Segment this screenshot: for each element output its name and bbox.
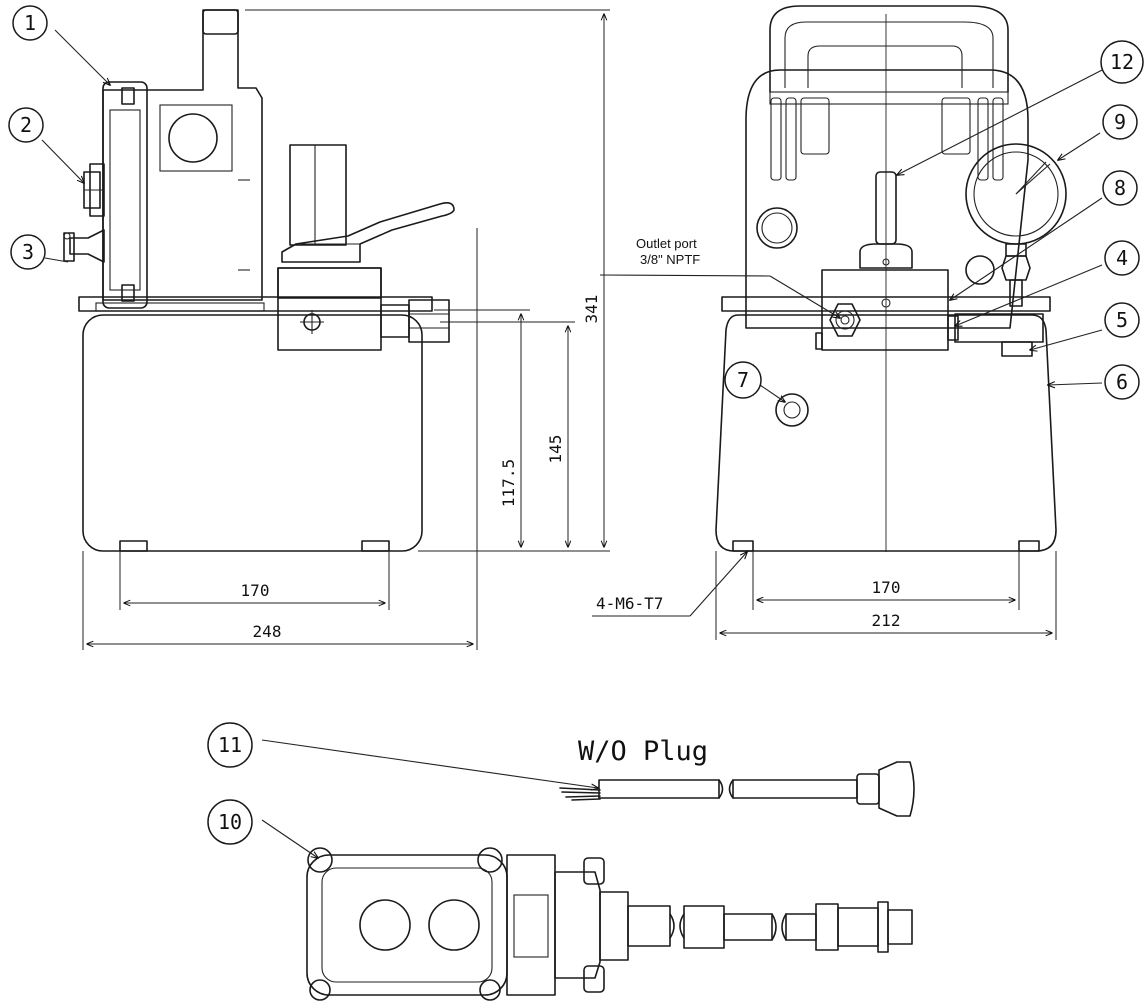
side-foot-right — [361, 540, 390, 552]
svg-text:2: 2 — [20, 113, 32, 137]
dim-outlet-height: 145 — [546, 435, 565, 464]
side-outlet-fitting — [380, 304, 410, 338]
dim-foot-pitch-side: 170 — [241, 581, 270, 600]
front-view — [715, 5, 1067, 640]
pendant-button-right — [428, 899, 480, 951]
note-outlet-thread: 3/8" NPTF — [640, 252, 700, 267]
svg-text:3: 3 — [22, 240, 34, 264]
pendant-plug — [815, 903, 839, 951]
front-outlet-port — [829, 303, 861, 337]
front-fitting-5 — [1001, 341, 1033, 357]
pendant-strain-relief — [599, 891, 629, 961]
side-view — [63, 9, 610, 650]
side-valve-lever — [281, 202, 455, 263]
dim-foot-pitch-front: 170 — [872, 578, 901, 597]
balloon-3: 3 — [10, 234, 46, 270]
cord-segment-b — [732, 779, 858, 799]
balloon-8: 8 — [1102, 170, 1138, 206]
balloon-6: 6 — [1104, 364, 1140, 400]
side-foot-left — [119, 540, 148, 552]
cord-segment-a — [598, 779, 720, 799]
svg-text:9: 9 — [1114, 110, 1126, 134]
side-base-plate — [78, 296, 433, 312]
svg-text:11: 11 — [218, 733, 242, 757]
dim-width-front: 212 — [872, 611, 901, 630]
front-sight-glass — [756, 207, 798, 249]
balloon-1: 1 — [12, 5, 48, 41]
front-valve-block — [821, 269, 949, 351]
side-reservoir — [289, 144, 347, 246]
front-motor-housing — [745, 69, 1029, 329]
balloon-12: 12 — [1100, 40, 1144, 84]
front-drain-plug — [775, 393, 809, 427]
front-carry-handle — [769, 5, 1009, 93]
svg-text:10: 10 — [218, 810, 242, 834]
dim-height-total: 341 — [582, 295, 601, 324]
balloon-11: 11 — [207, 722, 253, 768]
dim-tank-height: 117.5 — [499, 459, 518, 507]
front-foot-left — [732, 540, 754, 552]
svg-text:7: 7 — [737, 368, 749, 392]
svg-text:1: 1 — [24, 11, 36, 35]
balloon-10: 10 — [207, 799, 253, 845]
side-motor-housing — [102, 9, 263, 301]
pendant-button-left — [359, 899, 411, 951]
side-handle — [202, 9, 239, 35]
side-fitting-3 — [69, 229, 105, 263]
balloon-9: 9 — [1102, 104, 1138, 140]
svg-text:4: 4 — [1116, 246, 1128, 270]
front-foot-right — [1018, 540, 1040, 552]
side-valve-block — [277, 267, 382, 299]
dim-width-side: 248 — [253, 622, 282, 641]
note-feet-thread: 4-M6-T7 — [596, 594, 663, 613]
front-fitting-4 — [954, 313, 1044, 343]
side-port-circle — [168, 113, 218, 163]
pendant-view — [306, 761, 915, 1001]
note-outlet-port: Outlet port — [636, 236, 697, 251]
svg-text:8: 8 — [1114, 176, 1126, 200]
balloon-2: 2 — [8, 107, 44, 143]
cord-connector — [856, 773, 880, 805]
balloon-7: 7 — [724, 361, 762, 399]
note-without-plug: W/O Plug — [578, 736, 708, 767]
balloon-5: 5 — [1104, 302, 1140, 338]
leader-lines — [41, 29, 1109, 858]
svg-text:6: 6 — [1116, 370, 1128, 394]
pendant-body — [306, 854, 508, 996]
svg-text:5: 5 — [1116, 308, 1128, 332]
side-tank — [82, 314, 423, 552]
svg-text:12: 12 — [1110, 50, 1134, 74]
balloon-4: 4 — [1104, 240, 1140, 276]
cord-wires — [559, 787, 601, 801]
